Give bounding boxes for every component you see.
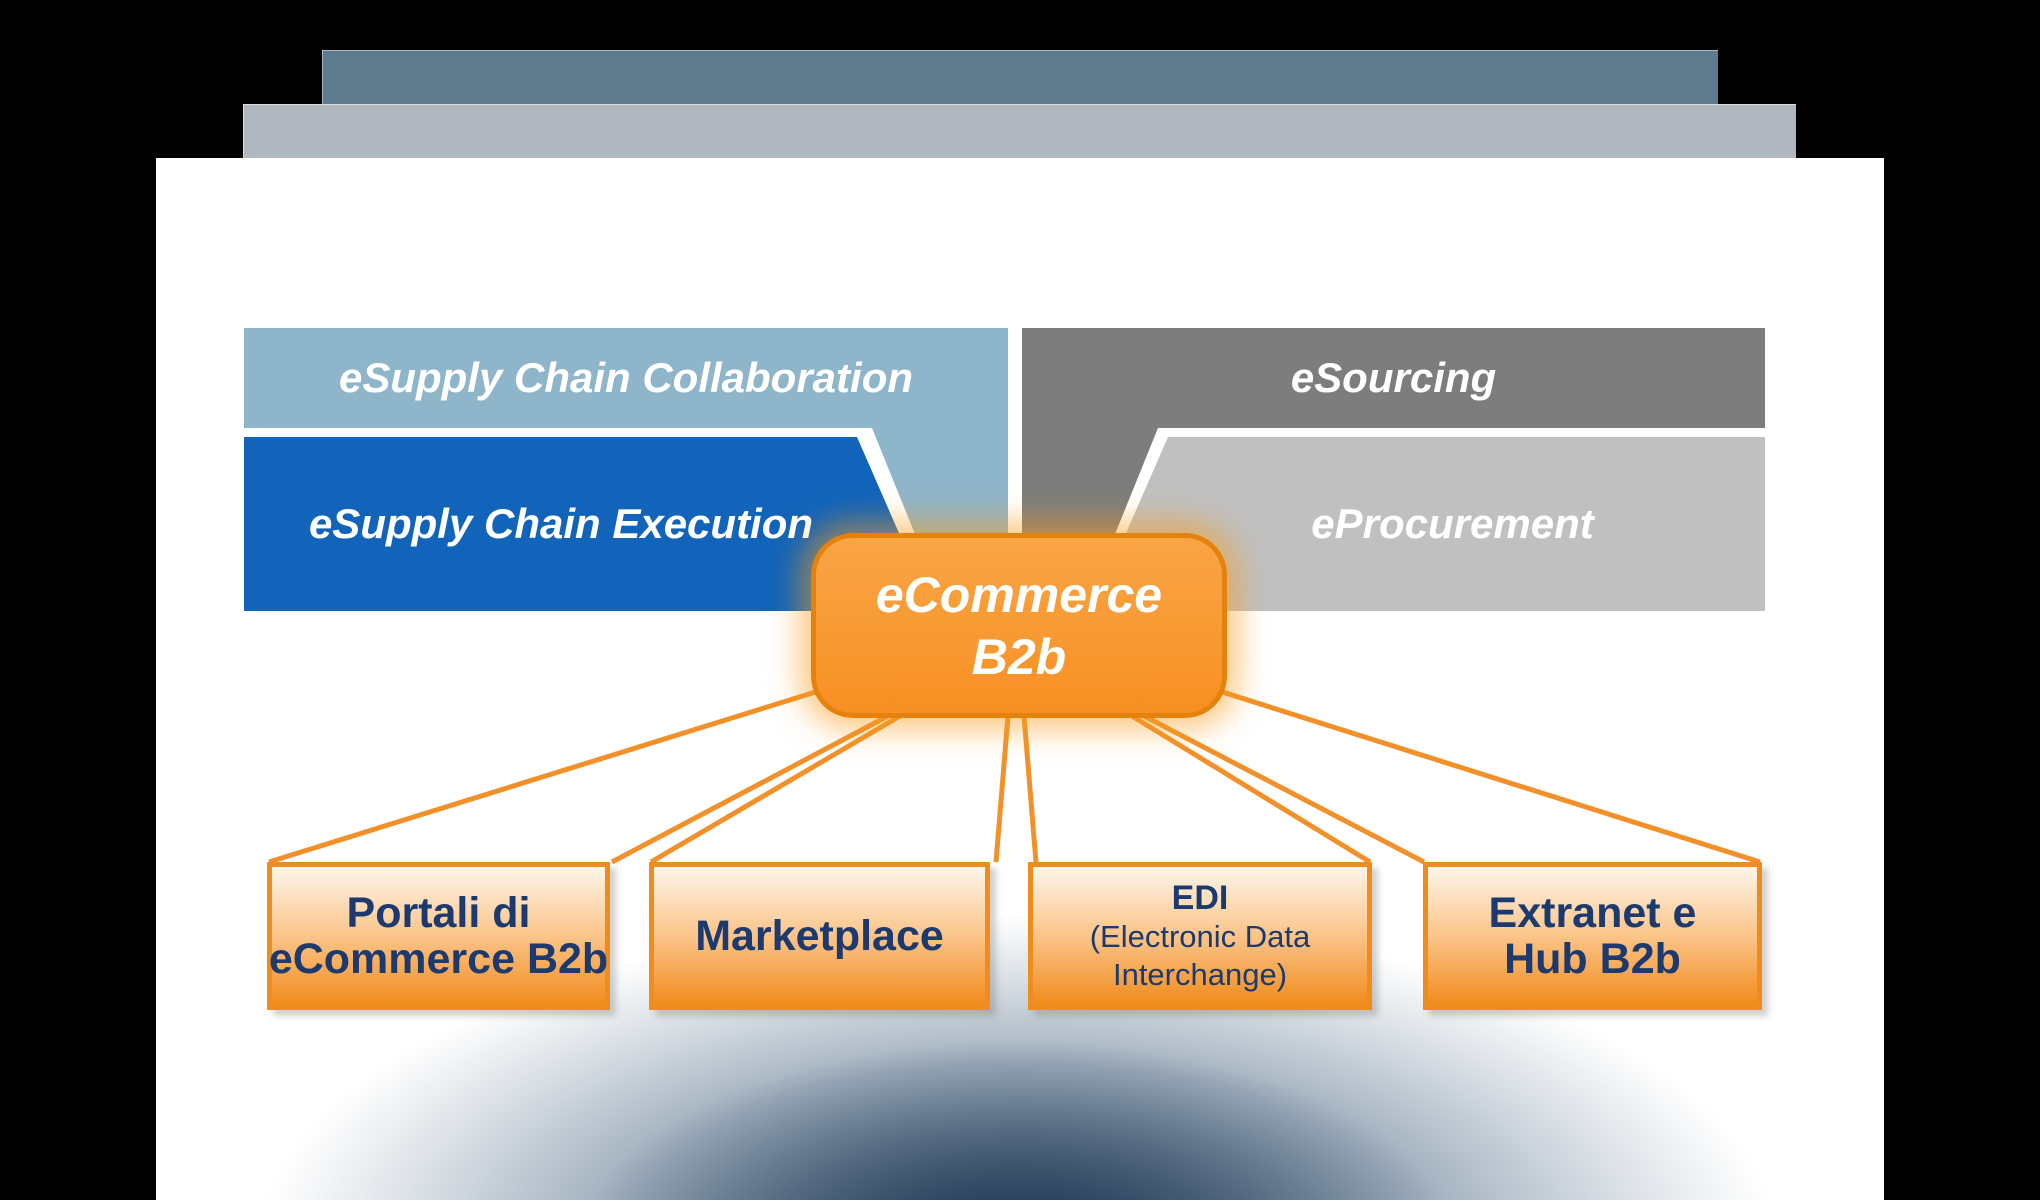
child-node-extranet-line2: Hub B2b <box>1504 935 1681 983</box>
child-node-edi-line2: (Electronic Data <box>1089 919 1311 954</box>
connector-lines <box>268 687 1761 865</box>
connector-line-1 <box>268 687 823 865</box>
connector-line-2 <box>610 713 890 865</box>
quadrant-label-execution: eSupply Chain Execution <box>244 437 878 611</box>
child-node-portali-line1: Portali di <box>346 889 531 937</box>
quadrant-execution-shape <box>244 437 933 611</box>
child-node-portali: Portali di eCommerce B2b <box>267 862 610 1010</box>
quadrant-label-sourcing-text: eSourcing <box>1290 354 1497 401</box>
quadrant-label-collaboration-text: eSupply Chain Collaboration <box>338 354 914 401</box>
connector-line-7 <box>1142 713 1426 865</box>
bottom-glow-core <box>592 1040 1444 1200</box>
quadrant-procurement-shape <box>1092 437 1765 611</box>
quadrant-collaboration-shape <box>244 328 1008 665</box>
child-node-extranet-line1: Extranet e <box>1488 889 1697 937</box>
hub-node-line2: B2b <box>971 628 1067 685</box>
child-node-edi-line3: Interchange) <box>1112 957 1288 992</box>
quadrant-label-procurement-text: eProcurement <box>1311 500 1594 547</box>
quadrant-label-sourcing: eSourcing <box>1022 328 1765 428</box>
child-node-edi: EDI (Electronic Data Interchange) <box>1028 862 1372 1010</box>
header-bar-light <box>243 104 1796 158</box>
child-node-extranet: Extranet e Hub B2b <box>1423 862 1762 1010</box>
connector-line-8 <box>1215 687 1761 865</box>
header-bar-dark <box>322 50 1718 104</box>
quadrant-sourcing-shape <box>1022 328 1765 665</box>
quadrant-label-execution-text: eSupply Chain Execution <box>308 500 814 547</box>
connector-line-6 <box>1130 713 1372 865</box>
quadrant-label-collaboration: eSupply Chain Collaboration <box>244 328 1008 428</box>
connector-line-4 <box>993 715 1011 863</box>
connector-line-5 <box>1021 715 1039 863</box>
child-node-edi-line1: EDI <box>1171 879 1229 917</box>
connector-line-3 <box>649 713 902 865</box>
hub-node-line1: eCommerce <box>875 566 1163 623</box>
child-node-marketplace-line1: Marketplace <box>695 912 944 960</box>
hub-node-ecommerce-b2b: eCommerce B2b <box>811 533 1227 718</box>
child-node-portali-line2: eCommerce B2b <box>268 935 609 983</box>
child-node-marketplace: Marketplace <box>649 862 990 1010</box>
quadrant-label-procurement: eProcurement <box>1140 437 1765 611</box>
